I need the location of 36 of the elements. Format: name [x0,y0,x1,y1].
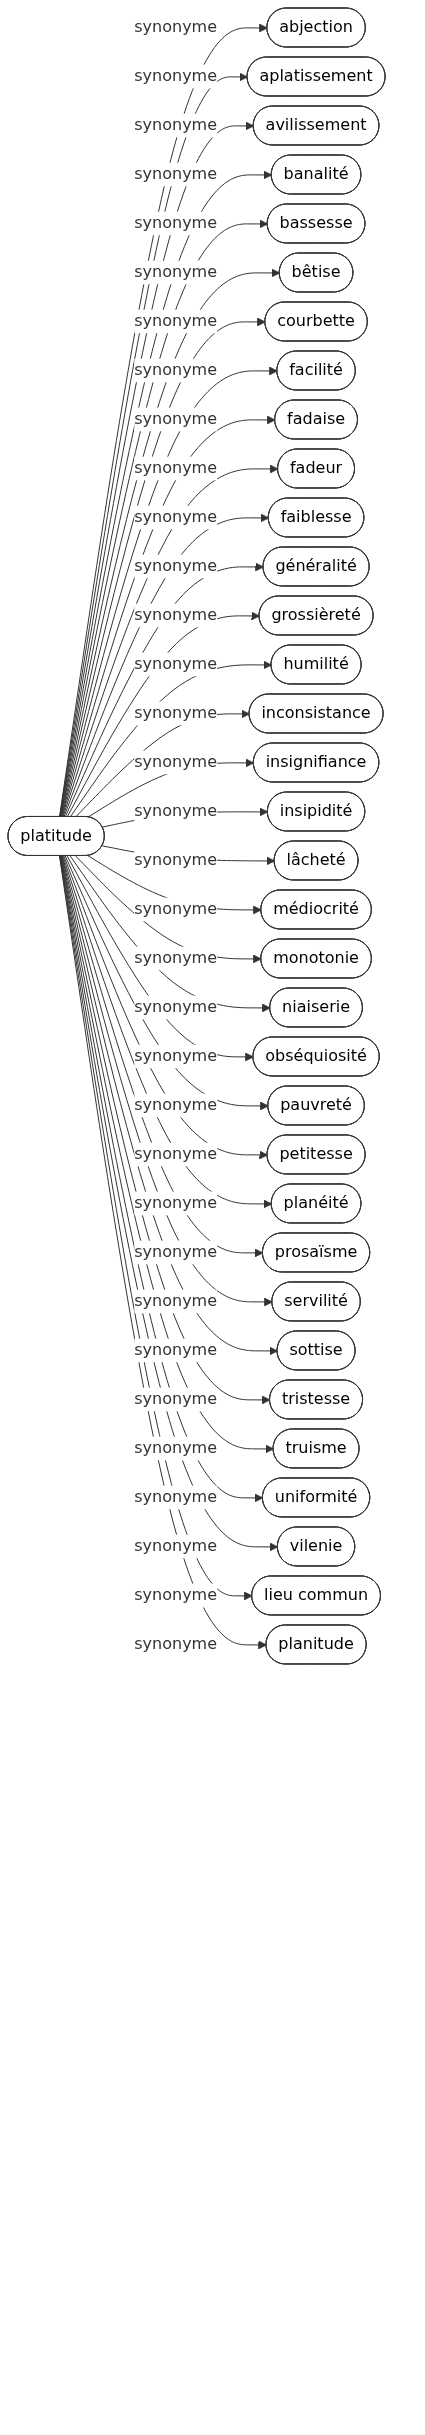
edge-label: synonyme [134,752,218,772]
edge-label: synonyme [134,1291,218,1311]
edge-label: synonyme [134,66,218,86]
arrow [75,709,250,818]
edge-label: synonyme [134,1389,218,1409]
edge-label: synonyme [134,1193,218,1213]
edge-label: synonyme [134,654,218,674]
edge-label: synonyme [134,458,218,478]
edge-label: synonyme [134,1634,218,1654]
edge-label: synonyme [134,115,218,135]
edge-label: synonyme [134,164,218,184]
edge-label: synonyme [134,1242,218,1262]
edge-label: synonyme [134,1438,218,1458]
edge-label: synonyme [134,17,218,37]
edge-label: synonyme [134,213,218,233]
edge-label: synonyme [134,948,218,968]
edge-label: synonyme [134,311,218,331]
edge-label: synonyme [134,1340,218,1360]
edge-label: synonyme [134,850,218,870]
arrow [66,855,254,1062]
edge-label: synonyme [134,507,218,527]
edge-label: synonyme [134,360,218,380]
edge-label: synonyme [134,703,218,723]
edge-label: synonyme [134,1046,218,1066]
edge-label: synonyme [134,409,218,429]
edge-label: synonyme [134,997,218,1017]
edge-label: synonyme [134,605,218,625]
edge-label: synonyme [134,899,218,919]
edge-label: synonyme [134,1487,218,1507]
edge-label: synonyme [134,556,218,576]
edge-label: synonyme [134,801,218,821]
edge-label: synonyme [134,1536,218,1556]
edge-label: synonyme [134,1585,218,1605]
edge-label: synonyme [134,1095,218,1115]
edge-label: synonyme [134,1144,218,1164]
edge-label: synonyme [134,262,218,282]
